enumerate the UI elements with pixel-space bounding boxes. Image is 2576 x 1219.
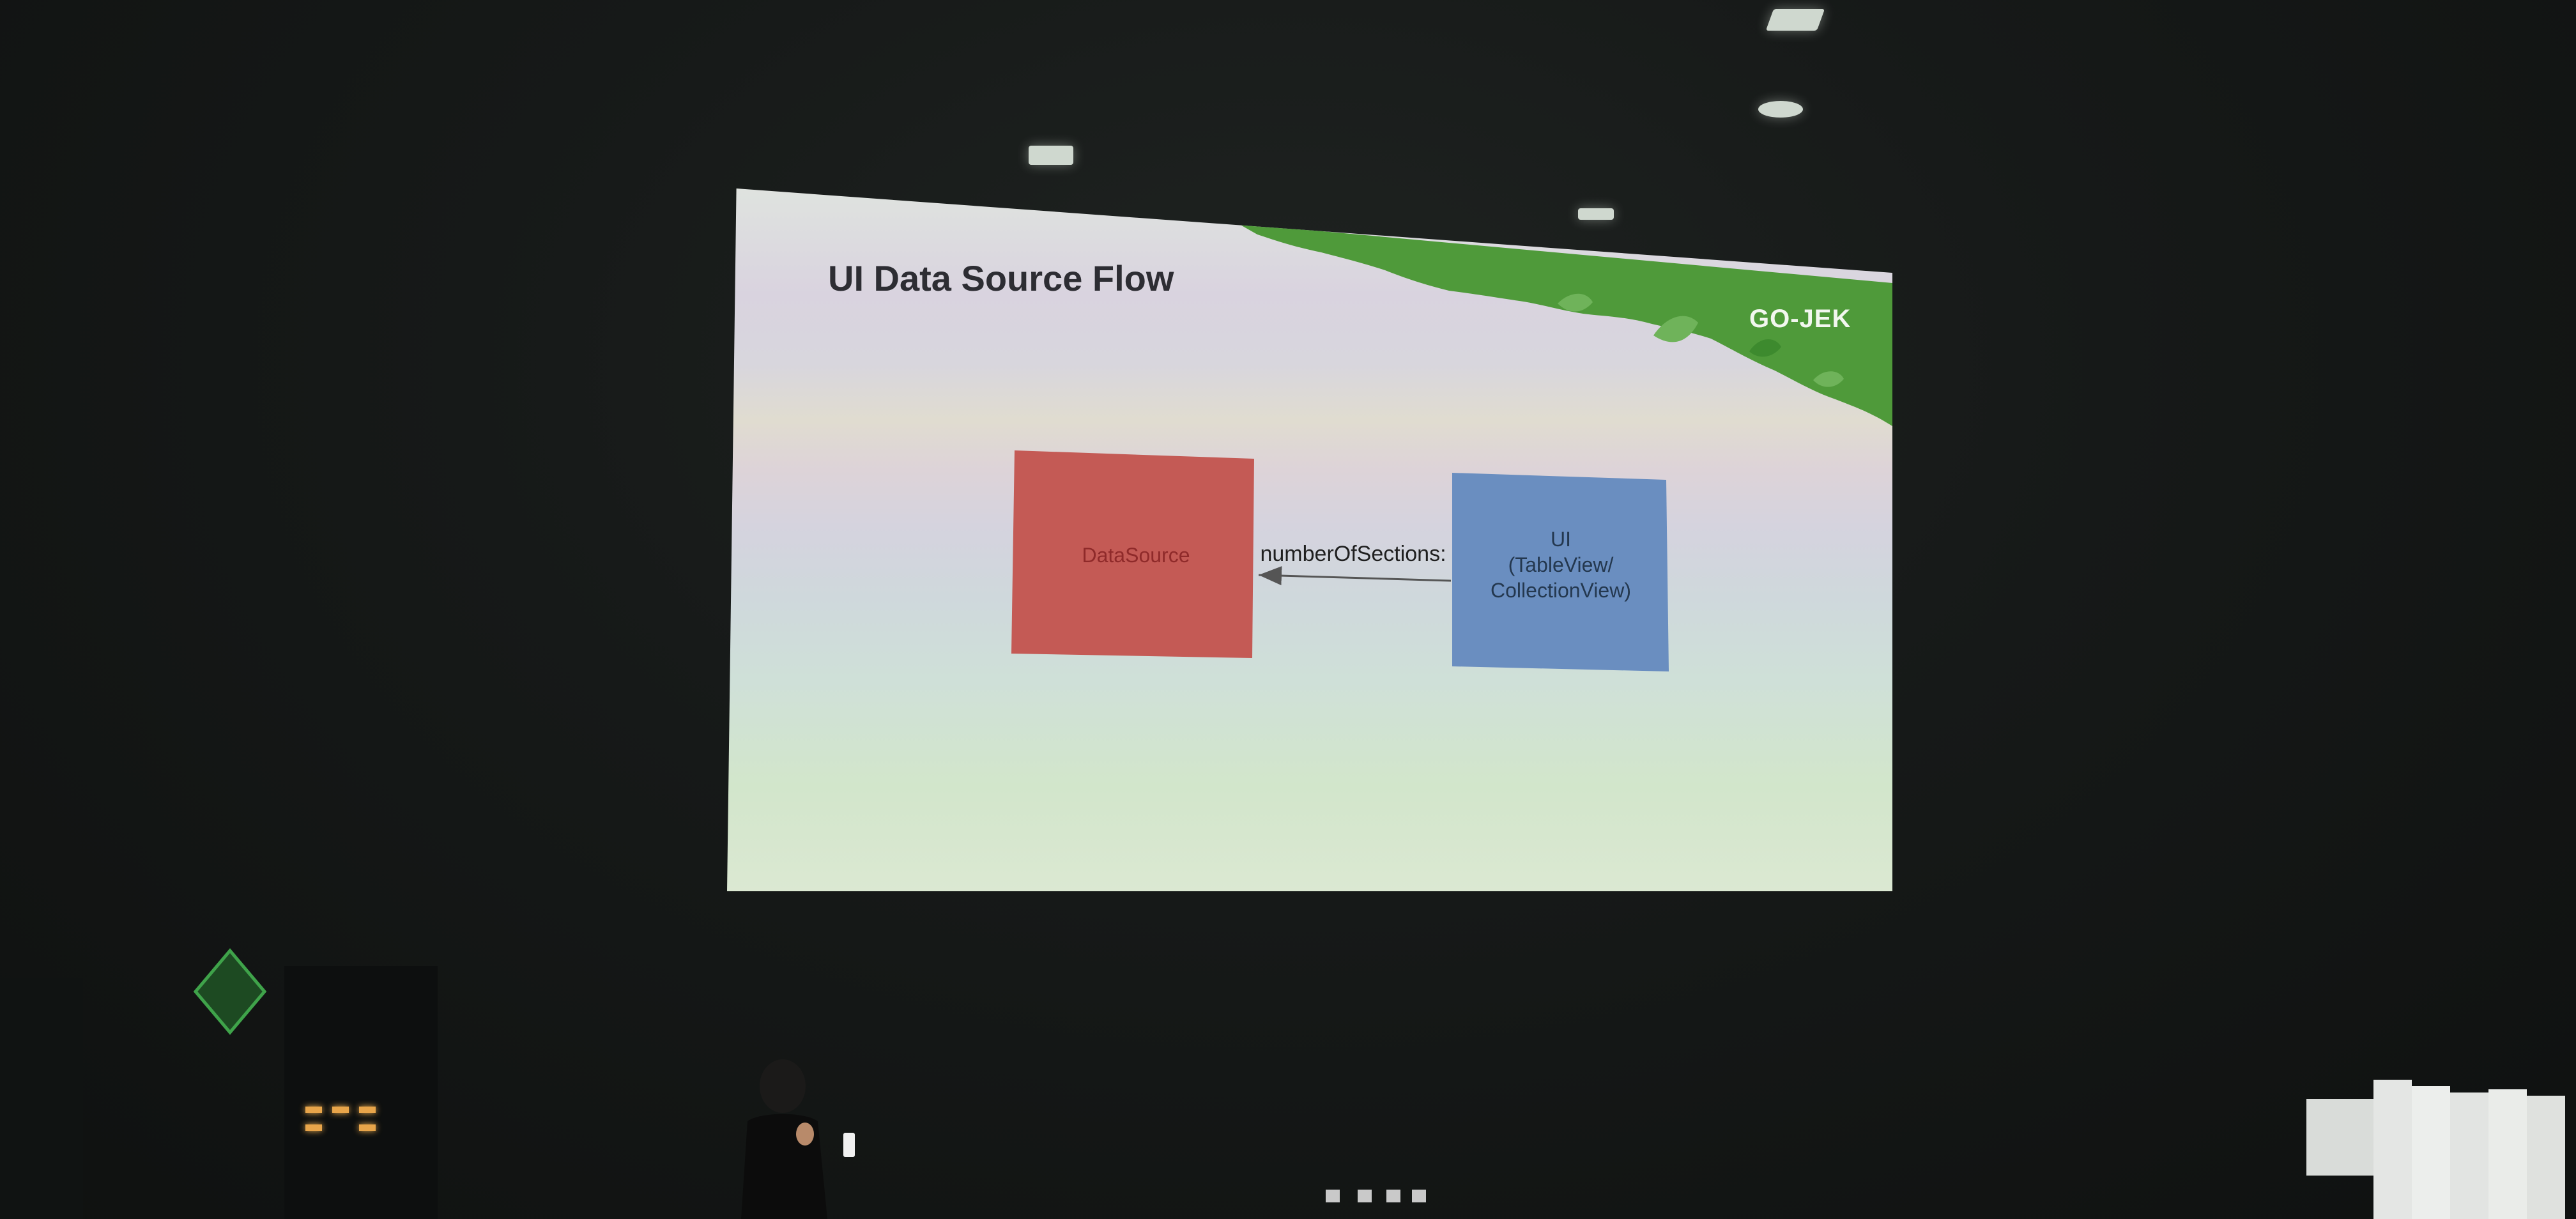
datasource-call-arrow: numberOfSections: [1258, 542, 1452, 586]
rack-indicator-light [305, 1124, 322, 1131]
ceiling-light [1765, 9, 1825, 31]
floor-socket [1358, 1190, 1372, 1202]
presenter-silhouette [741, 1059, 855, 1219]
floor-socket [1386, 1190, 1400, 1202]
ceiling-light [1758, 101, 1803, 118]
green-diamond-sign [193, 948, 267, 1035]
stacked-chairs [2306, 1080, 2565, 1219]
rack-indicator-light [359, 1107, 376, 1113]
rack-indicator-light [332, 1107, 349, 1113]
ui-label-line-2: (TableView/ [1508, 553, 1614, 576]
side-cabinet [0, 977, 83, 1219]
slide-title: UI Data Source Flow [828, 258, 1174, 298]
datasource-box: DataSource [1011, 450, 1254, 658]
leaf-decoration [1238, 224, 1892, 426]
brand-logo: GO-JEK [1749, 305, 1851, 333]
rack-indicator-light [305, 1107, 322, 1113]
ceiling-light [1578, 208, 1614, 220]
ui-label-line-3: CollectionView) [1491, 579, 1631, 602]
ceiling-light [1029, 146, 1073, 165]
data-flow-diagram: DataSource UI (TableView/ CollectionView… [1011, 450, 1669, 671]
arrow-label: numberOfSections: [1260, 542, 1446, 566]
datasource-label: DataSource [1082, 544, 1190, 567]
ui-label-line-1: UI [1551, 528, 1571, 551]
equipment-rack [284, 966, 438, 1219]
floor-socket [1326, 1190, 1340, 1202]
floor-socket [1412, 1190, 1426, 1202]
ui-box: UI (TableView/ CollectionView) [1452, 473, 1669, 671]
rack-indicator-light [359, 1124, 376, 1131]
projected-slide: UI Data Source Flow GO-JEK DataSource UI… [727, 188, 1892, 891]
